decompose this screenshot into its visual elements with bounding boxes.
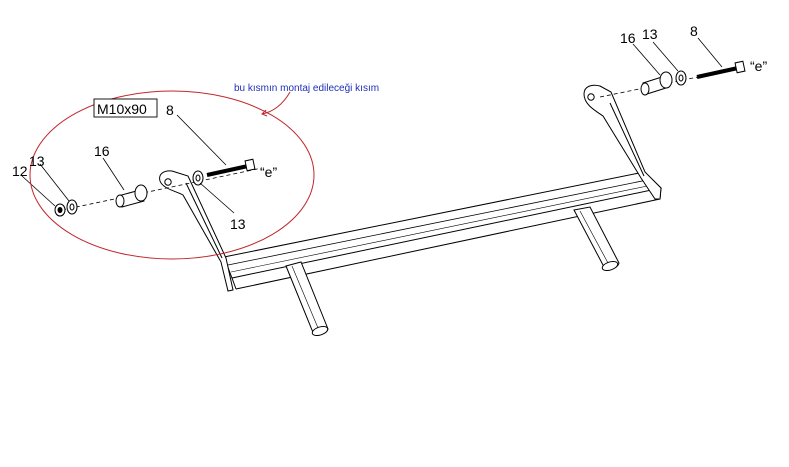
washer-icon: [66, 199, 78, 215]
main-crossbar: [223, 171, 663, 290]
bolt-icon: [696, 60, 746, 79]
label-part-13-outer: 13: [29, 153, 45, 169]
right-support-tube: [573, 206, 620, 272]
washer-icon: [675, 70, 687, 86]
leader-lines-left: [21, 114, 235, 214]
leader-lines-right: [632, 37, 723, 76]
highlight-ellipse: [29, 90, 315, 260]
spec-box-frame: [93, 98, 158, 118]
left-bracket-arm: [159, 170, 234, 292]
pointer-arrow-icon: [261, 91, 291, 117]
label-e-left: “e”: [260, 164, 277, 180]
label-part-16-right: 16: [620, 30, 636, 46]
bolt-icon: [206, 158, 256, 177]
right-hardware: [599, 60, 746, 98]
label-part-13-right: 13: [642, 26, 658, 42]
label-e-right: “e”: [750, 58, 767, 74]
label-part-16-left: 16: [94, 143, 110, 159]
bushing-icon: [640, 71, 673, 96]
label-part-8-left: 8: [166, 102, 174, 118]
label-part-13-inner: 13: [230, 216, 246, 232]
right-bracket-arm: [583, 84, 662, 200]
spec-box-label: M10x90: [97, 101, 147, 117]
washer-icon: [192, 170, 204, 186]
assembly-note: bu kısmın montaj edileceği kısım: [234, 83, 379, 94]
left-support-tube: [285, 261, 329, 337]
nut-icon: [54, 203, 66, 217]
label-part-8-right: 8: [690, 23, 698, 39]
bushing-icon: [115, 184, 148, 208]
label-part-12: 12: [12, 163, 28, 179]
left-hardware: [54, 158, 263, 217]
